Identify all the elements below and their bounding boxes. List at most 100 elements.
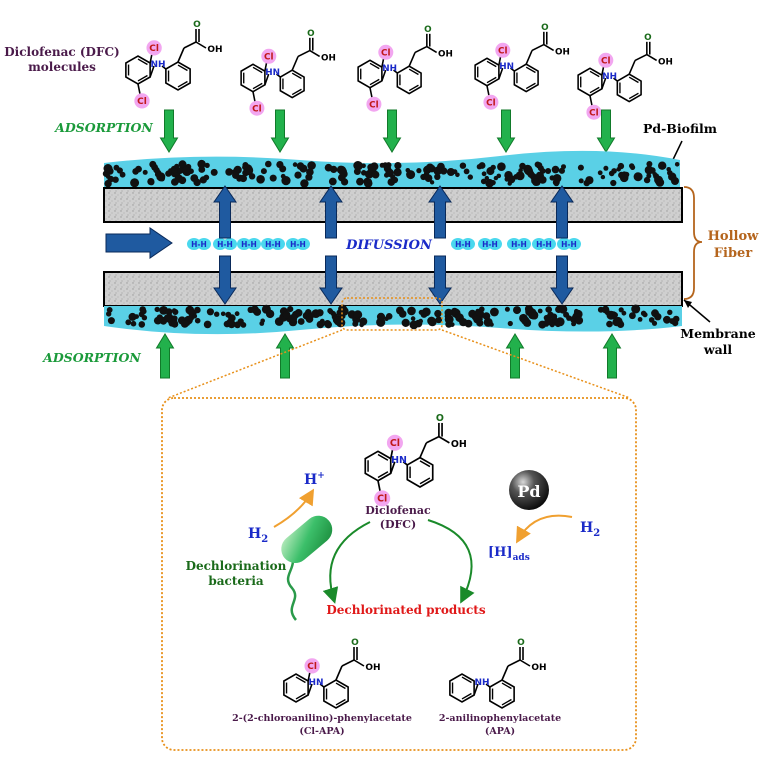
diffusion-arrow-up-3 <box>428 185 452 239</box>
h-atom <box>213 238 227 250</box>
benzene-ring <box>240 63 266 93</box>
biofilm-bead <box>646 161 653 167</box>
biofilm-bead <box>253 308 262 316</box>
biofilm-bead <box>333 316 343 326</box>
bond <box>498 67 504 80</box>
biofilm-bead <box>552 174 562 183</box>
double-bond <box>369 78 380 86</box>
biofilm-bead <box>407 306 416 316</box>
biofilm-bead <box>248 173 256 180</box>
biofilm-bead <box>651 320 658 326</box>
h-atom <box>488 238 502 250</box>
biofilm-bead <box>154 306 160 313</box>
pd-sphere <box>509 470 549 510</box>
biofilm-bead <box>177 167 184 174</box>
biofilm-bead <box>428 317 437 327</box>
biofilm-bead <box>496 173 502 179</box>
double-bond <box>501 682 512 690</box>
double-bond <box>525 82 536 90</box>
biofilm-bead <box>281 176 291 186</box>
biofilm-bead <box>203 320 212 329</box>
h2-label: H-H <box>482 240 498 249</box>
biofilm-bead <box>640 310 647 316</box>
h2-left-label: H2 <box>248 526 268 545</box>
benzene-ring <box>474 57 500 87</box>
biofilm-bead <box>527 171 535 178</box>
biofilm-bead <box>459 162 467 169</box>
biofilm-bead <box>611 168 617 174</box>
diffusion-arrow-up-4 <box>550 185 574 239</box>
biofilm-bead <box>534 161 541 168</box>
hydroxyl-group: OH <box>531 663 546 673</box>
biofilm-bead <box>194 317 201 324</box>
biofilm-bead <box>434 173 441 180</box>
biofilm-bead <box>612 312 618 318</box>
biofilm-bead <box>537 308 543 314</box>
h2-label: H-H <box>191 240 207 249</box>
membrane-wall-label-2: wall <box>703 342 733 357</box>
biofilm-bead <box>226 318 234 326</box>
biofilm-bead <box>409 320 419 330</box>
biofilm-bead <box>178 160 187 169</box>
adsorption-arrow-down-3 <box>382 109 402 153</box>
double-bond <box>408 68 419 76</box>
h2-to-proton-arrow <box>273 488 315 528</box>
biofilm-bead <box>324 321 332 329</box>
dfc-molecules-label: Diclofenac (DFC) <box>4 45 119 59</box>
biofilm-bead <box>444 314 454 324</box>
diffusion-arrow-down-1 <box>213 255 237 305</box>
cl-highlight <box>249 100 265 116</box>
biofilm-bead <box>203 174 210 181</box>
biofilm-bead <box>379 162 385 168</box>
h2-label: H-H <box>290 240 306 249</box>
carbonyl-oxygen: O <box>436 413 444 424</box>
bond <box>519 659 531 667</box>
h2-molecule-10: H-H <box>557 238 581 250</box>
biofilm-bead <box>486 167 495 176</box>
bond <box>613 77 618 82</box>
biofilm-bead <box>134 314 140 319</box>
biofilm-bead <box>125 319 132 326</box>
zoom-line-right <box>441 329 631 399</box>
diffusion-arrow-down-4 <box>550 255 574 305</box>
cl-highlight <box>495 42 511 58</box>
diffusion-arrow-up-1 <box>213 185 237 239</box>
double-bond <box>525 66 536 74</box>
bond <box>335 665 343 681</box>
bottom-adsorption-arrows <box>155 333 622 379</box>
bond <box>438 435 450 444</box>
adsorption-arrow-up-4 <box>602 333 622 379</box>
biofilm-bead <box>165 308 173 316</box>
biofilm-bead <box>434 309 442 318</box>
biofilm-bead <box>279 165 287 173</box>
diffusion-label: DIFUSSION <box>345 238 433 253</box>
biofilm-bead <box>657 179 663 185</box>
biofilm-bead <box>398 310 407 318</box>
cl-highlight <box>261 48 277 64</box>
biofilm-bead <box>633 172 643 182</box>
biofilm-bead <box>504 306 510 312</box>
bacteria-flagellum <box>286 551 298 621</box>
h2-label: H-H <box>241 240 257 249</box>
zoom-line-left <box>167 329 343 399</box>
adsorption-arrow-down-4 <box>496 109 516 153</box>
biofilm-bead <box>490 307 499 317</box>
biofilm-bead <box>130 320 137 327</box>
biofilm-bead <box>234 311 240 317</box>
diffusion-arrow-down-3 <box>428 255 452 305</box>
biofilm-bead <box>359 317 368 326</box>
hydroxyl-group: OH <box>451 439 467 450</box>
benzene-ring <box>406 456 434 488</box>
benzene-ring <box>577 67 603 97</box>
double-bond <box>628 92 639 100</box>
chlorine-atom: Cl <box>264 52 274 62</box>
double-bond <box>177 64 188 72</box>
h-atom <box>237 238 251 250</box>
biofilm-bead <box>612 318 621 327</box>
biofilm-bead <box>667 309 673 315</box>
biofilm-bead <box>220 311 226 317</box>
h-atom <box>507 238 521 250</box>
